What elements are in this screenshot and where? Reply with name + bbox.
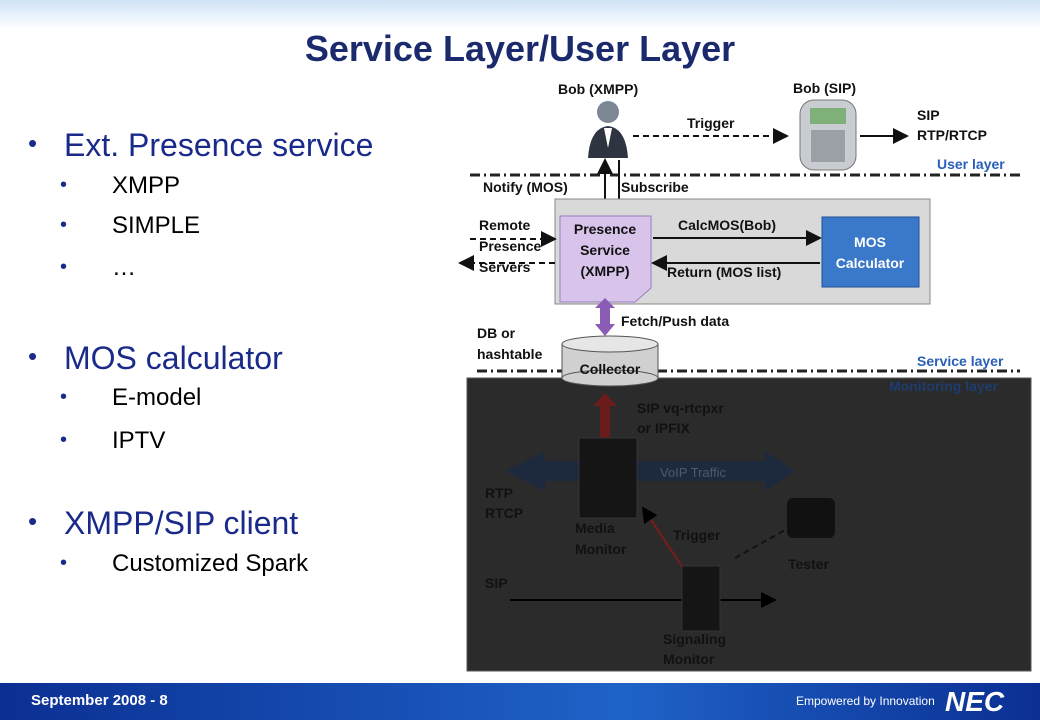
tester-box [787, 498, 835, 538]
sub-bullet-emodel: E-model [112, 384, 202, 411]
tester-label: Tester [788, 556, 830, 572]
presence-service-line1: Presence [574, 221, 636, 237]
bullet-dot: • [28, 341, 38, 371]
sub-bullet-ellipsis: … [112, 254, 136, 281]
servers-label: Servers [479, 259, 531, 275]
bullet-dot: • [28, 506, 38, 536]
rtp-rtcp-label: RTP/RTCP [917, 127, 987, 143]
bullet-client: XMPP/SIP client [64, 505, 299, 541]
sub-bullet-spark: Customized Spark [112, 550, 309, 577]
signaling-monitor-label: Monitor [663, 651, 715, 667]
sub-bullet-xmpp: XMPP [112, 172, 181, 199]
sub-bullet-dot: • [60, 386, 68, 408]
mos-calculator-box [821, 216, 920, 288]
monitor-label: Monitor [575, 541, 627, 557]
sub-bullet-dot: • [60, 429, 68, 451]
sub-bullet-dot: • [60, 174, 68, 196]
sip-label: SIP [917, 107, 940, 123]
mos-calc-line1: MOS [854, 234, 886, 250]
sip-vq-label: SIP vq-rtcpxr [637, 400, 724, 416]
architecture-diagram: Bob (XMPP) Bob (SIP) Trigger SIP RTP/RTC… [458, 80, 1032, 672]
trigger-bottom-label: Trigger [673, 527, 721, 543]
bob-sip-label: Bob (SIP) [793, 80, 856, 96]
monitoring-layer-label: Monitoring layer [889, 378, 998, 394]
fetch-push-arrow [600, 304, 610, 326]
nec-logo: NEC [945, 686, 1005, 717]
mos-calc-line2: Calculator [836, 255, 905, 271]
ipfix-label: or IPFIX [637, 420, 691, 436]
signaling-label: Signaling [663, 631, 726, 647]
fetch-push-label: Fetch/Push data [621, 313, 729, 329]
voip-traffic-label: VoIP Traffic [660, 465, 727, 480]
hashtable-label: hashtable [477, 346, 543, 362]
collector-label: Collector [580, 361, 641, 377]
signaling-monitor-server [681, 565, 721, 632]
db-or-label: DB or [477, 325, 516, 341]
sub-bullet-dot: • [60, 256, 68, 278]
collector-cylinder [561, 335, 659, 387]
sip-bottom-label: SIP [485, 575, 508, 591]
presence-service-line2: Service [580, 242, 630, 258]
footer-date: September 2008 - 8 [31, 692, 168, 709]
sub-bullet-iptv: IPTV [112, 427, 166, 454]
bullet-dot: • [28, 128, 38, 158]
presence-service-box [559, 215, 652, 303]
media-label: Media [575, 520, 615, 536]
monitoring-panel [466, 377, 1032, 672]
media-monitor-server [578, 437, 638, 519]
sub-bullet-dot: • [60, 552, 68, 574]
slide-title: Service Layer/User Layer [304, 28, 736, 69]
rtcp-label: RTCP [485, 505, 523, 521]
return-label: Return (MOS list) [667, 264, 781, 280]
header-band [0, 0, 1040, 30]
bullet-mos: MOS calculator [64, 340, 283, 376]
voip-traffic-arrow [505, 451, 795, 491]
rtp-label: RTP [485, 485, 513, 501]
report-arrow [600, 403, 610, 443]
phone-icon [799, 99, 857, 171]
bullet-presence: Ext. Presence service [64, 127, 374, 163]
presence-label: Presence [479, 238, 541, 254]
subscribe-label: Subscribe [621, 179, 689, 195]
notify-label: Notify (MOS) [483, 179, 568, 195]
footer-bar: September 2008 - 8 Empowered by Innovati… [0, 683, 1040, 720]
user-layer-label: User layer [937, 156, 1005, 172]
service-layer-label: Service layer [917, 353, 1004, 369]
trigger-bottom-arrow [641, 506, 684, 569]
sub-bullet-simple: SIMPLE [112, 212, 201, 239]
presence-service-line3: (XMPP) [581, 263, 630, 279]
sub-bullet-dot: • [60, 214, 68, 236]
footer-slogan: Empowered by Innovation [796, 694, 935, 708]
bob-xmpp-label: Bob (XMPP) [558, 81, 638, 97]
trigger-top-label: Trigger [687, 115, 735, 131]
calcmos-label: CalcMOS(Bob) [678, 217, 776, 233]
remote-label: Remote [479, 217, 531, 233]
person-icon [588, 101, 628, 158]
